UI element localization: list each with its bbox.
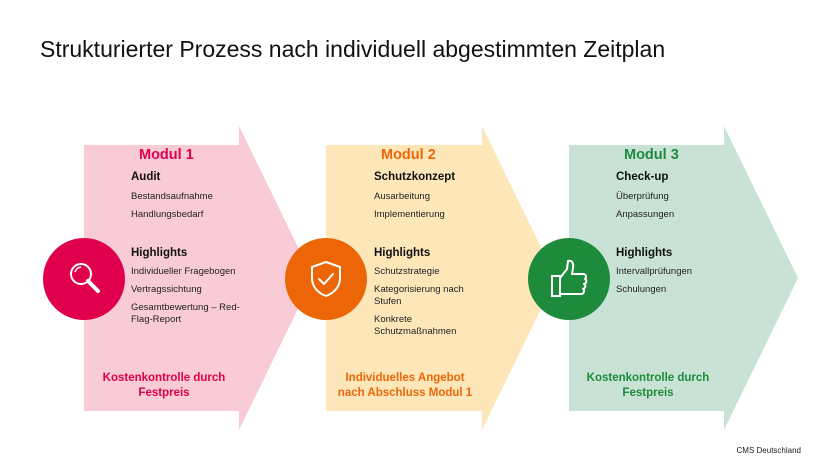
module-3-section1-item: Anpassungen — [616, 209, 675, 220]
module-2-icon-circle — [285, 238, 367, 320]
module-3-section2-title: Highlights — [616, 247, 673, 259]
module-1-footer-line1: Kostenkontrolle durch — [102, 372, 226, 384]
module-2-highlight-item: Konkrete Schutzmaßnahmen — [374, 314, 457, 337]
magnifier-icon — [70, 263, 100, 293]
module-1-highlight-item: Vertragssichtung — [131, 284, 202, 295]
module-1-footer-line2: Festpreis — [138, 387, 190, 399]
module-1-section1-item: Handlungsbedarf — [131, 209, 204, 220]
module-2-footer-line2: nach Abschluss Modul 1 — [337, 387, 473, 399]
module-1-footer: Kostenkontrolle durch Festpreis — [79, 371, 249, 401]
module-2-section1-title: Schutzkonzept — [374, 171, 456, 183]
module-3-title: Modul 3 — [624, 147, 679, 163]
module-3-footer-line1: Kostenkontrolle durch — [586, 372, 710, 384]
module-3-highlight-item: Schulungen — [616, 284, 667, 295]
module-2-footer: Individuelles Angebot nach Abschluss Mod… — [320, 371, 490, 401]
module-2-title: Modul 2 — [381, 147, 436, 163]
module-1-section2-title: Highlights — [131, 247, 188, 259]
thumbs-up-icon — [551, 259, 588, 297]
module-3-section1-title: Check-up — [616, 171, 669, 183]
module-3-arrow — [569, 126, 798, 430]
page-title: Strukturierter Prozess nach individuell … — [40, 36, 666, 62]
module-2-highlight-item: Schutzstrategie — [374, 266, 440, 277]
shield-check-icon — [311, 261, 341, 297]
module-3-highlight-item: Intervallprüfungen — [616, 266, 693, 277]
module-2-section2-title: Highlights — [374, 247, 431, 259]
module-2-highlight-item: Kategorisierung nach Stufen — [374, 284, 464, 307]
module-2-section1-item: Implementierung — [374, 209, 445, 220]
module-1-highlight-item: Gesamtbewertung – Red-Flag-Report — [131, 302, 240, 325]
module-2-footer-line1: Individuelles Angebot — [345, 372, 465, 384]
module-1-arrow — [84, 126, 313, 430]
module-1-section1-item: Bestandsaufnahme — [131, 191, 213, 202]
module-1-icon-circle — [43, 238, 125, 320]
module-1-highlight-item: Individueller Fragebogen — [131, 266, 236, 277]
module-3-footer-line2: Festpreis — [622, 387, 674, 399]
module-3-footer: Kostenkontrolle durch Festpreis — [563, 371, 733, 401]
module-1-title: Modul 1 — [139, 147, 194, 163]
module-3-icon-circle — [528, 238, 610, 320]
module-2-section1-item: Ausarbeitung — [374, 191, 430, 202]
module-1-section1-title: Audit — [131, 171, 161, 183]
copyright-text: CMS Deutschland — [736, 446, 801, 455]
module-3-section1-item: Überprüfung — [616, 191, 669, 202]
module-2-arrow — [326, 126, 556, 430]
